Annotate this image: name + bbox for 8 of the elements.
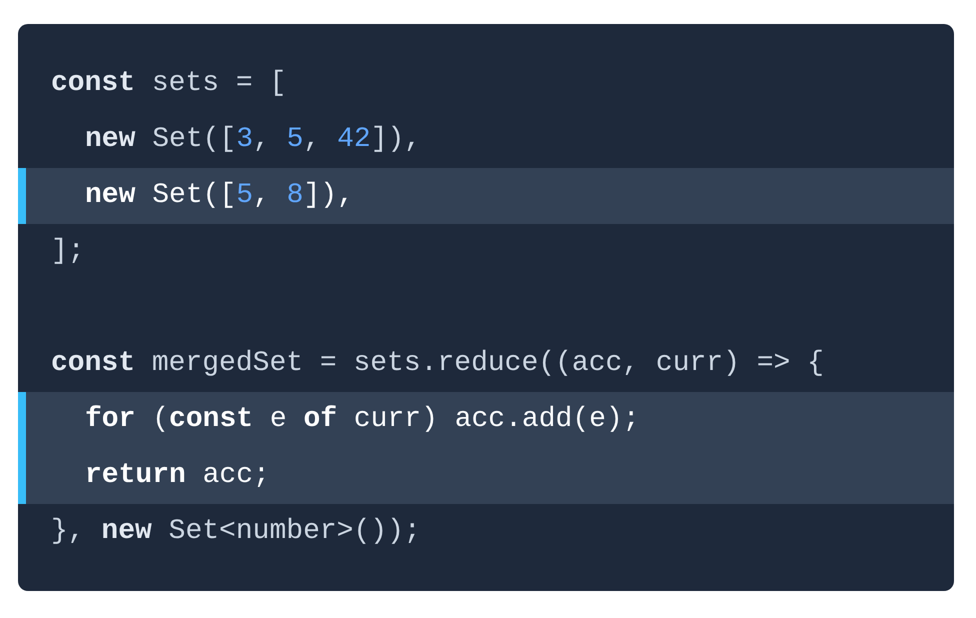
code-line: const sets = [ xyxy=(51,67,286,101)
code-line: }, new Set<number>()); xyxy=(51,515,421,549)
code-line: new Set([3, 5, 42]), xyxy=(85,123,422,157)
code-line: for (const e of curr) acc.add(e); xyxy=(85,403,640,437)
code-line: new Set([5, 8]), xyxy=(85,179,354,213)
code-line: return acc; xyxy=(85,459,270,493)
code-line: const mergedSet = sets.reduce((acc, curr) => { xyxy=(51,347,824,381)
code-line: ]; xyxy=(51,235,85,269)
